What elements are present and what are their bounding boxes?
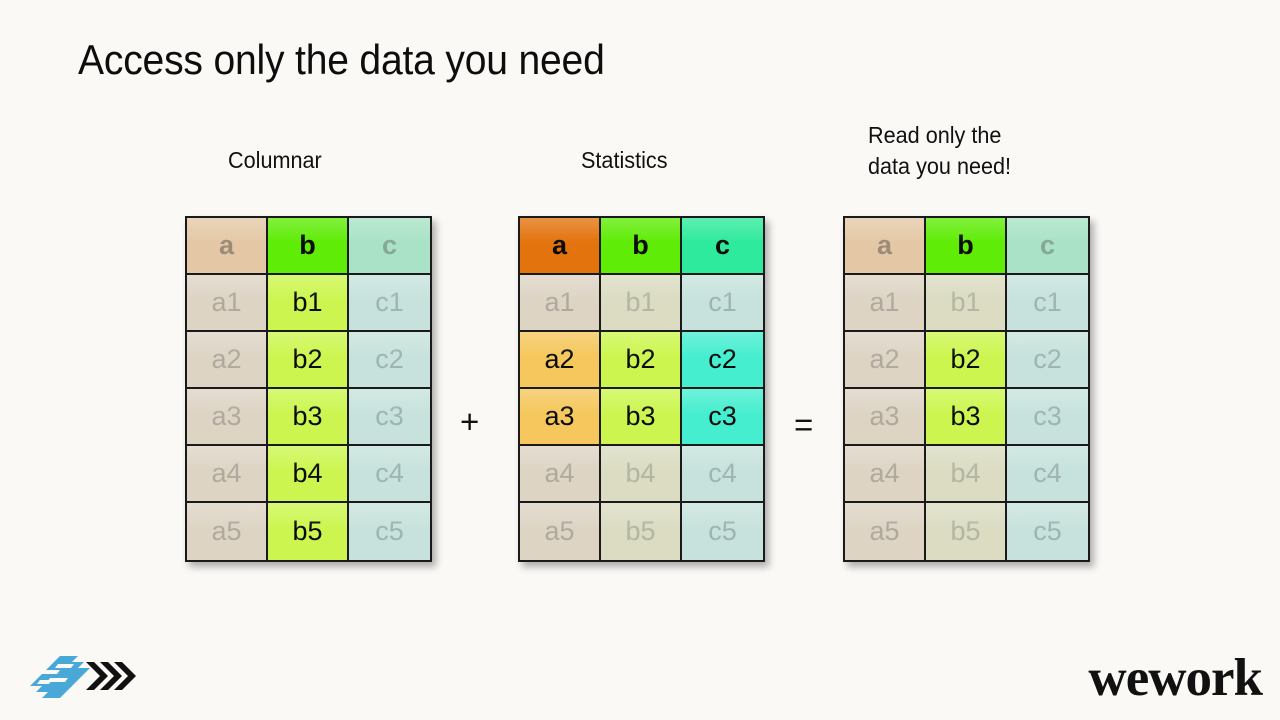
table-cell: a3	[187, 389, 268, 446]
panel-caption-columnar: Columnar	[228, 147, 322, 173]
table-row: a4 b4 c4	[845, 446, 1088, 503]
table-header-cell-c: c	[682, 218, 763, 275]
table-header-row: a b c	[845, 218, 1088, 275]
table-cell: c1	[1007, 275, 1088, 332]
table-cell: b4	[926, 446, 1007, 503]
table-row: a3 b3 c3	[187, 389, 430, 446]
table-header-cell-c: c	[349, 218, 430, 275]
table-cell: a4	[845, 446, 926, 503]
table-cell: b4	[601, 446, 682, 503]
table-cell: b5	[601, 503, 682, 560]
page-title: Access only the data you need	[78, 36, 605, 83]
table-cell: b5	[268, 503, 349, 560]
table-cell: a1	[187, 275, 268, 332]
table-cell: c5	[682, 503, 763, 560]
table-row: a3 b3 c3	[845, 389, 1088, 446]
table-row: a5 b5 c5	[187, 503, 430, 560]
table-cell: b2	[268, 332, 349, 389]
table-header-cell-a: a	[187, 218, 268, 275]
table-cell: b1	[268, 275, 349, 332]
table-row: a1 b1 c1	[187, 275, 430, 332]
table-cell: a5	[520, 503, 601, 560]
table-cell: c3	[1007, 389, 1088, 446]
table-row: a2 b2 c2	[845, 332, 1088, 389]
table-cell: b2	[601, 332, 682, 389]
table-cell: c2	[1007, 332, 1088, 389]
table-cell: a2	[520, 332, 601, 389]
table-row: a4 b4 c4	[520, 446, 763, 503]
table-cell: b4	[268, 446, 349, 503]
table-cell: c2	[682, 332, 763, 389]
table-row: a1 b1 c1	[520, 275, 763, 332]
table-cell: c4	[1007, 446, 1088, 503]
table-cell: b3	[601, 389, 682, 446]
table-cell: c1	[349, 275, 430, 332]
table-header-cell-a: a	[520, 218, 601, 275]
table-cell: b5	[926, 503, 1007, 560]
table-cell: c5	[1007, 503, 1088, 560]
table-cell: a1	[845, 275, 926, 332]
table-header-cell-b: b	[601, 218, 682, 275]
table-cell: a2	[187, 332, 268, 389]
table-row: a2 b2 c2	[187, 332, 430, 389]
table-cell: a5	[187, 503, 268, 560]
panel-caption-statistics: Statistics	[581, 147, 668, 173]
table-header-cell-b: b	[926, 218, 1007, 275]
table-row: a5 b5 c5	[845, 503, 1088, 560]
table-cell: b3	[268, 389, 349, 446]
table-statistics: a b c a1 b1 c1 a2 b2 c2 a3 b3 c3 a4 b4 c…	[518, 216, 765, 562]
table-columnar: a b c a1 b1 c1 a2 b2 c2 a3 b3 c3 a4 b4 c…	[185, 216, 432, 562]
table-header-cell-a: a	[845, 218, 926, 275]
table-row: a3 b3 c3	[520, 389, 763, 446]
operator-equals: =	[794, 406, 814, 443]
table-cell: b2	[926, 332, 1007, 389]
table-cell: b1	[926, 275, 1007, 332]
table-cell: a3	[520, 389, 601, 446]
table-row: a5 b5 c5	[520, 503, 763, 560]
panel-caption-result: Read only the data you need!	[868, 122, 1012, 180]
table-cell: c3	[349, 389, 430, 446]
table-header-cell-c: c	[1007, 218, 1088, 275]
table-result: a b c a1 b1 c1 a2 b2 c2 a3 b3 c3 a4 b4 c…	[843, 216, 1090, 562]
table-cell: c1	[682, 275, 763, 332]
table-row: a2 b2 c2	[520, 332, 763, 389]
table-cell: c4	[682, 446, 763, 503]
table-header-row: a b c	[187, 218, 430, 275]
table-cell: b3	[926, 389, 1007, 446]
table-cell: c3	[682, 389, 763, 446]
table-cell: a4	[187, 446, 268, 503]
table-header-cell-b: b	[268, 218, 349, 275]
table-row: a1 b1 c1	[845, 275, 1088, 332]
parquet-chevrons-icon	[16, 648, 136, 704]
table-cell: b1	[601, 275, 682, 332]
table-cell: c4	[349, 446, 430, 503]
table-row: a4 b4 c4	[187, 446, 430, 503]
table-cell: a3	[845, 389, 926, 446]
operator-plus: +	[460, 403, 480, 440]
table-cell: c2	[349, 332, 430, 389]
table-cell: c5	[349, 503, 430, 560]
table-cell: a5	[845, 503, 926, 560]
table-cell: a4	[520, 446, 601, 503]
wework-wordmark: wework	[1088, 649, 1263, 707]
table-cell: a1	[520, 275, 601, 332]
table-cell: a2	[845, 332, 926, 389]
table-header-row: a b c	[520, 218, 763, 275]
